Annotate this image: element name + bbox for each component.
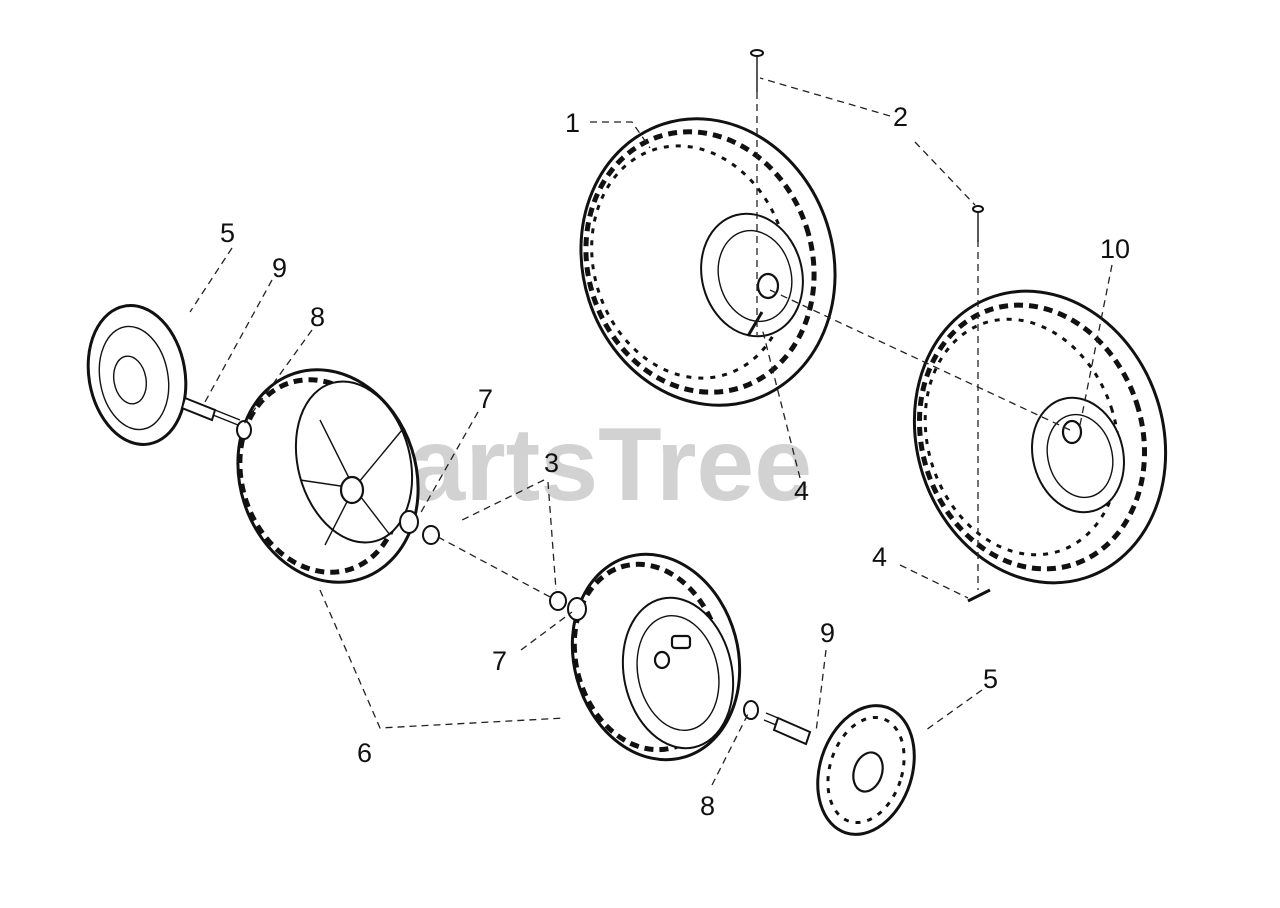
hub-cap-right: [816, 704, 916, 836]
callout-2: 2: [893, 102, 908, 132]
pin-upper: [746, 311, 764, 337]
axle-bolt-right: [763, 712, 812, 746]
washer-upper: [399, 510, 419, 534]
front-wheel-lower: [570, 552, 742, 762]
bushing-lower: [549, 591, 567, 611]
pin-lower: [967, 588, 991, 603]
callout-3: 3: [544, 448, 559, 478]
spacer-left: [236, 420, 252, 440]
spacer-right: [743, 700, 759, 720]
rear-wheel-right: [912, 289, 1168, 585]
leader-lines: [189, 77, 1113, 786]
axle-bolt-left: [180, 396, 241, 426]
callout-9-right: 9: [820, 618, 835, 648]
callout-5-right: 5: [983, 664, 998, 694]
rear-wheel-left: [579, 117, 837, 407]
callout-10: 10: [1100, 234, 1130, 264]
callout-8-left: 8: [310, 302, 325, 332]
bolt-right: [972, 205, 984, 242]
front-wheel-upper: [236, 368, 420, 584]
washer-lower: [567, 597, 587, 621]
hub-cap-left: [86, 304, 188, 446]
callout-4-upper: 4: [794, 476, 809, 506]
callout-5-left: 5: [220, 218, 235, 248]
callout-6: 6: [357, 738, 372, 768]
callout-7-upper: 7: [478, 384, 493, 414]
callout-9-left: 9: [272, 253, 287, 283]
callout-7-lower: 7: [492, 646, 507, 676]
callout-1: 1: [565, 108, 580, 138]
callout-4-lower: 4: [872, 542, 887, 572]
callout-8-lower: 8: [700, 791, 715, 821]
bushing-upper: [422, 525, 440, 545]
bolt-upper: [750, 49, 764, 92]
